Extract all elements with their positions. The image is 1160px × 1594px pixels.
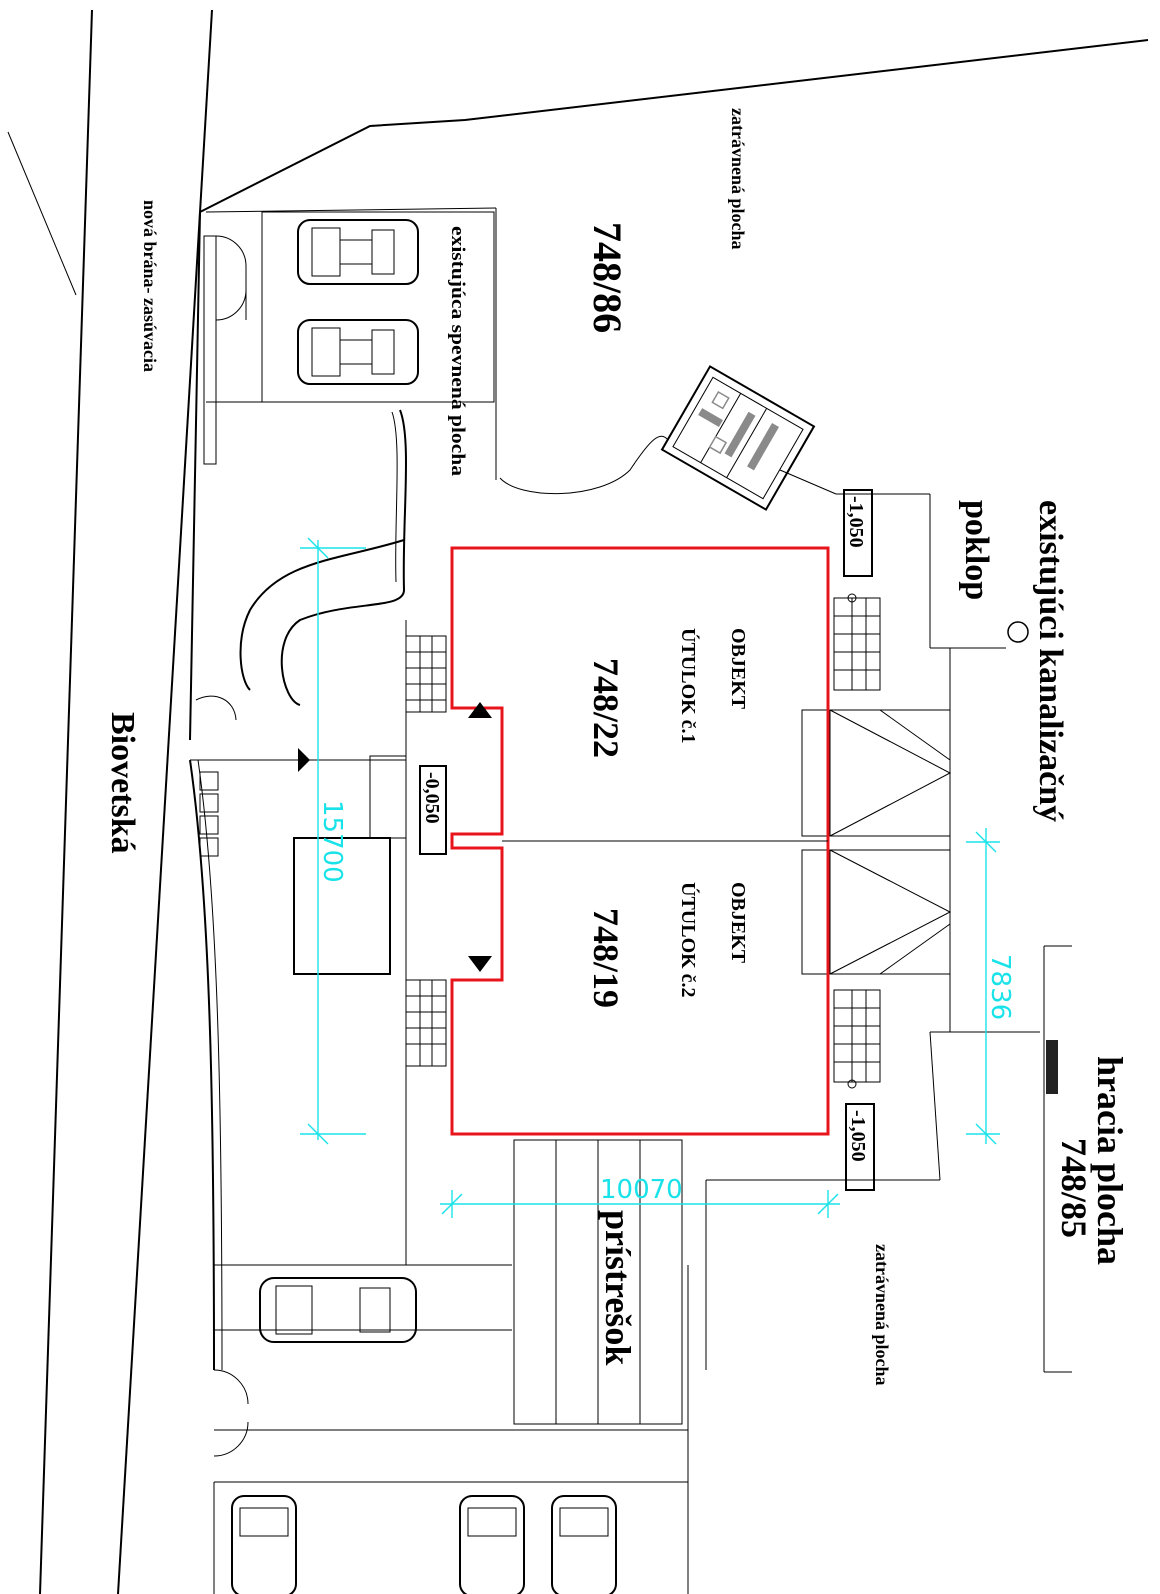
canopy-structure xyxy=(513,1139,683,1425)
bins xyxy=(199,771,219,857)
car-icon xyxy=(551,1495,617,1594)
site-walls xyxy=(190,493,1072,1594)
building-outline xyxy=(450,546,830,1136)
existing-parking xyxy=(206,211,495,403)
entry-arrow-icon xyxy=(468,956,492,972)
lawn-label-bottom: zatrávnená plocha xyxy=(872,1244,892,1386)
dimension-width xyxy=(440,1190,840,1218)
dimension-length-label: 15700 xyxy=(317,800,347,883)
driveway-curves xyxy=(195,409,669,721)
building1-label: OBJEKT xyxy=(727,628,749,710)
street-label: Biovetská xyxy=(104,712,141,854)
parcel-label-top: 748/86 xyxy=(585,222,630,333)
building1-number: 748/22 xyxy=(586,658,626,758)
property-boundary xyxy=(189,39,1149,741)
dog-runs xyxy=(801,648,952,1032)
bench-icon xyxy=(1046,1040,1058,1094)
car-icon xyxy=(459,1495,525,1594)
entry-arrow-icon xyxy=(298,748,310,772)
entry-arrow-icon xyxy=(468,702,492,718)
playground-label: hracia plocha xyxy=(1090,1056,1130,1265)
building2-label: OBJEKT xyxy=(727,882,749,964)
dimension-width-label: 10070 xyxy=(600,1175,683,1205)
dimension-side xyxy=(966,828,1000,1145)
manhole-icon xyxy=(1007,621,1029,643)
paved-area-label: existujúca spevnená plocha xyxy=(447,226,468,477)
canopy-label: prístrešok xyxy=(598,1210,638,1365)
car-icon xyxy=(297,219,419,285)
building1-label: ÚTULOK č.1 xyxy=(677,628,701,744)
building2-number: 748/19 xyxy=(586,908,626,1008)
manhole-label: poklop xyxy=(958,500,995,600)
car-icon xyxy=(259,1277,417,1343)
car-icon xyxy=(297,319,419,385)
building2-label: ÚTULOK č.2 xyxy=(677,882,701,998)
storage-box xyxy=(293,837,391,975)
gate-swing xyxy=(203,235,247,465)
manhole-label: existujúci kanalizačný xyxy=(1032,500,1069,822)
level-top: -1,050 xyxy=(845,496,867,548)
dimension-side-label: 7836 xyxy=(985,954,1015,1020)
lawn-label-top: zatrávnená plocha xyxy=(728,108,748,250)
stairs-left xyxy=(369,635,447,1067)
gate-label: nová brána- zasúvacia xyxy=(140,200,160,372)
gate-swing xyxy=(213,1369,249,1457)
level-bottom: -1,050 xyxy=(847,1110,869,1162)
car-icon xyxy=(231,1495,297,1594)
dimension-length xyxy=(300,537,366,1145)
level-box xyxy=(845,1103,875,1191)
kennel-block xyxy=(660,365,816,511)
playground-number: 748/85 xyxy=(1054,1138,1094,1238)
stairs-right xyxy=(833,597,881,1083)
fence-line xyxy=(189,759,223,1371)
level-box xyxy=(843,489,873,577)
level-mid: -0,050 xyxy=(421,772,443,824)
level-box xyxy=(419,765,447,855)
street-edges xyxy=(7,9,213,1594)
